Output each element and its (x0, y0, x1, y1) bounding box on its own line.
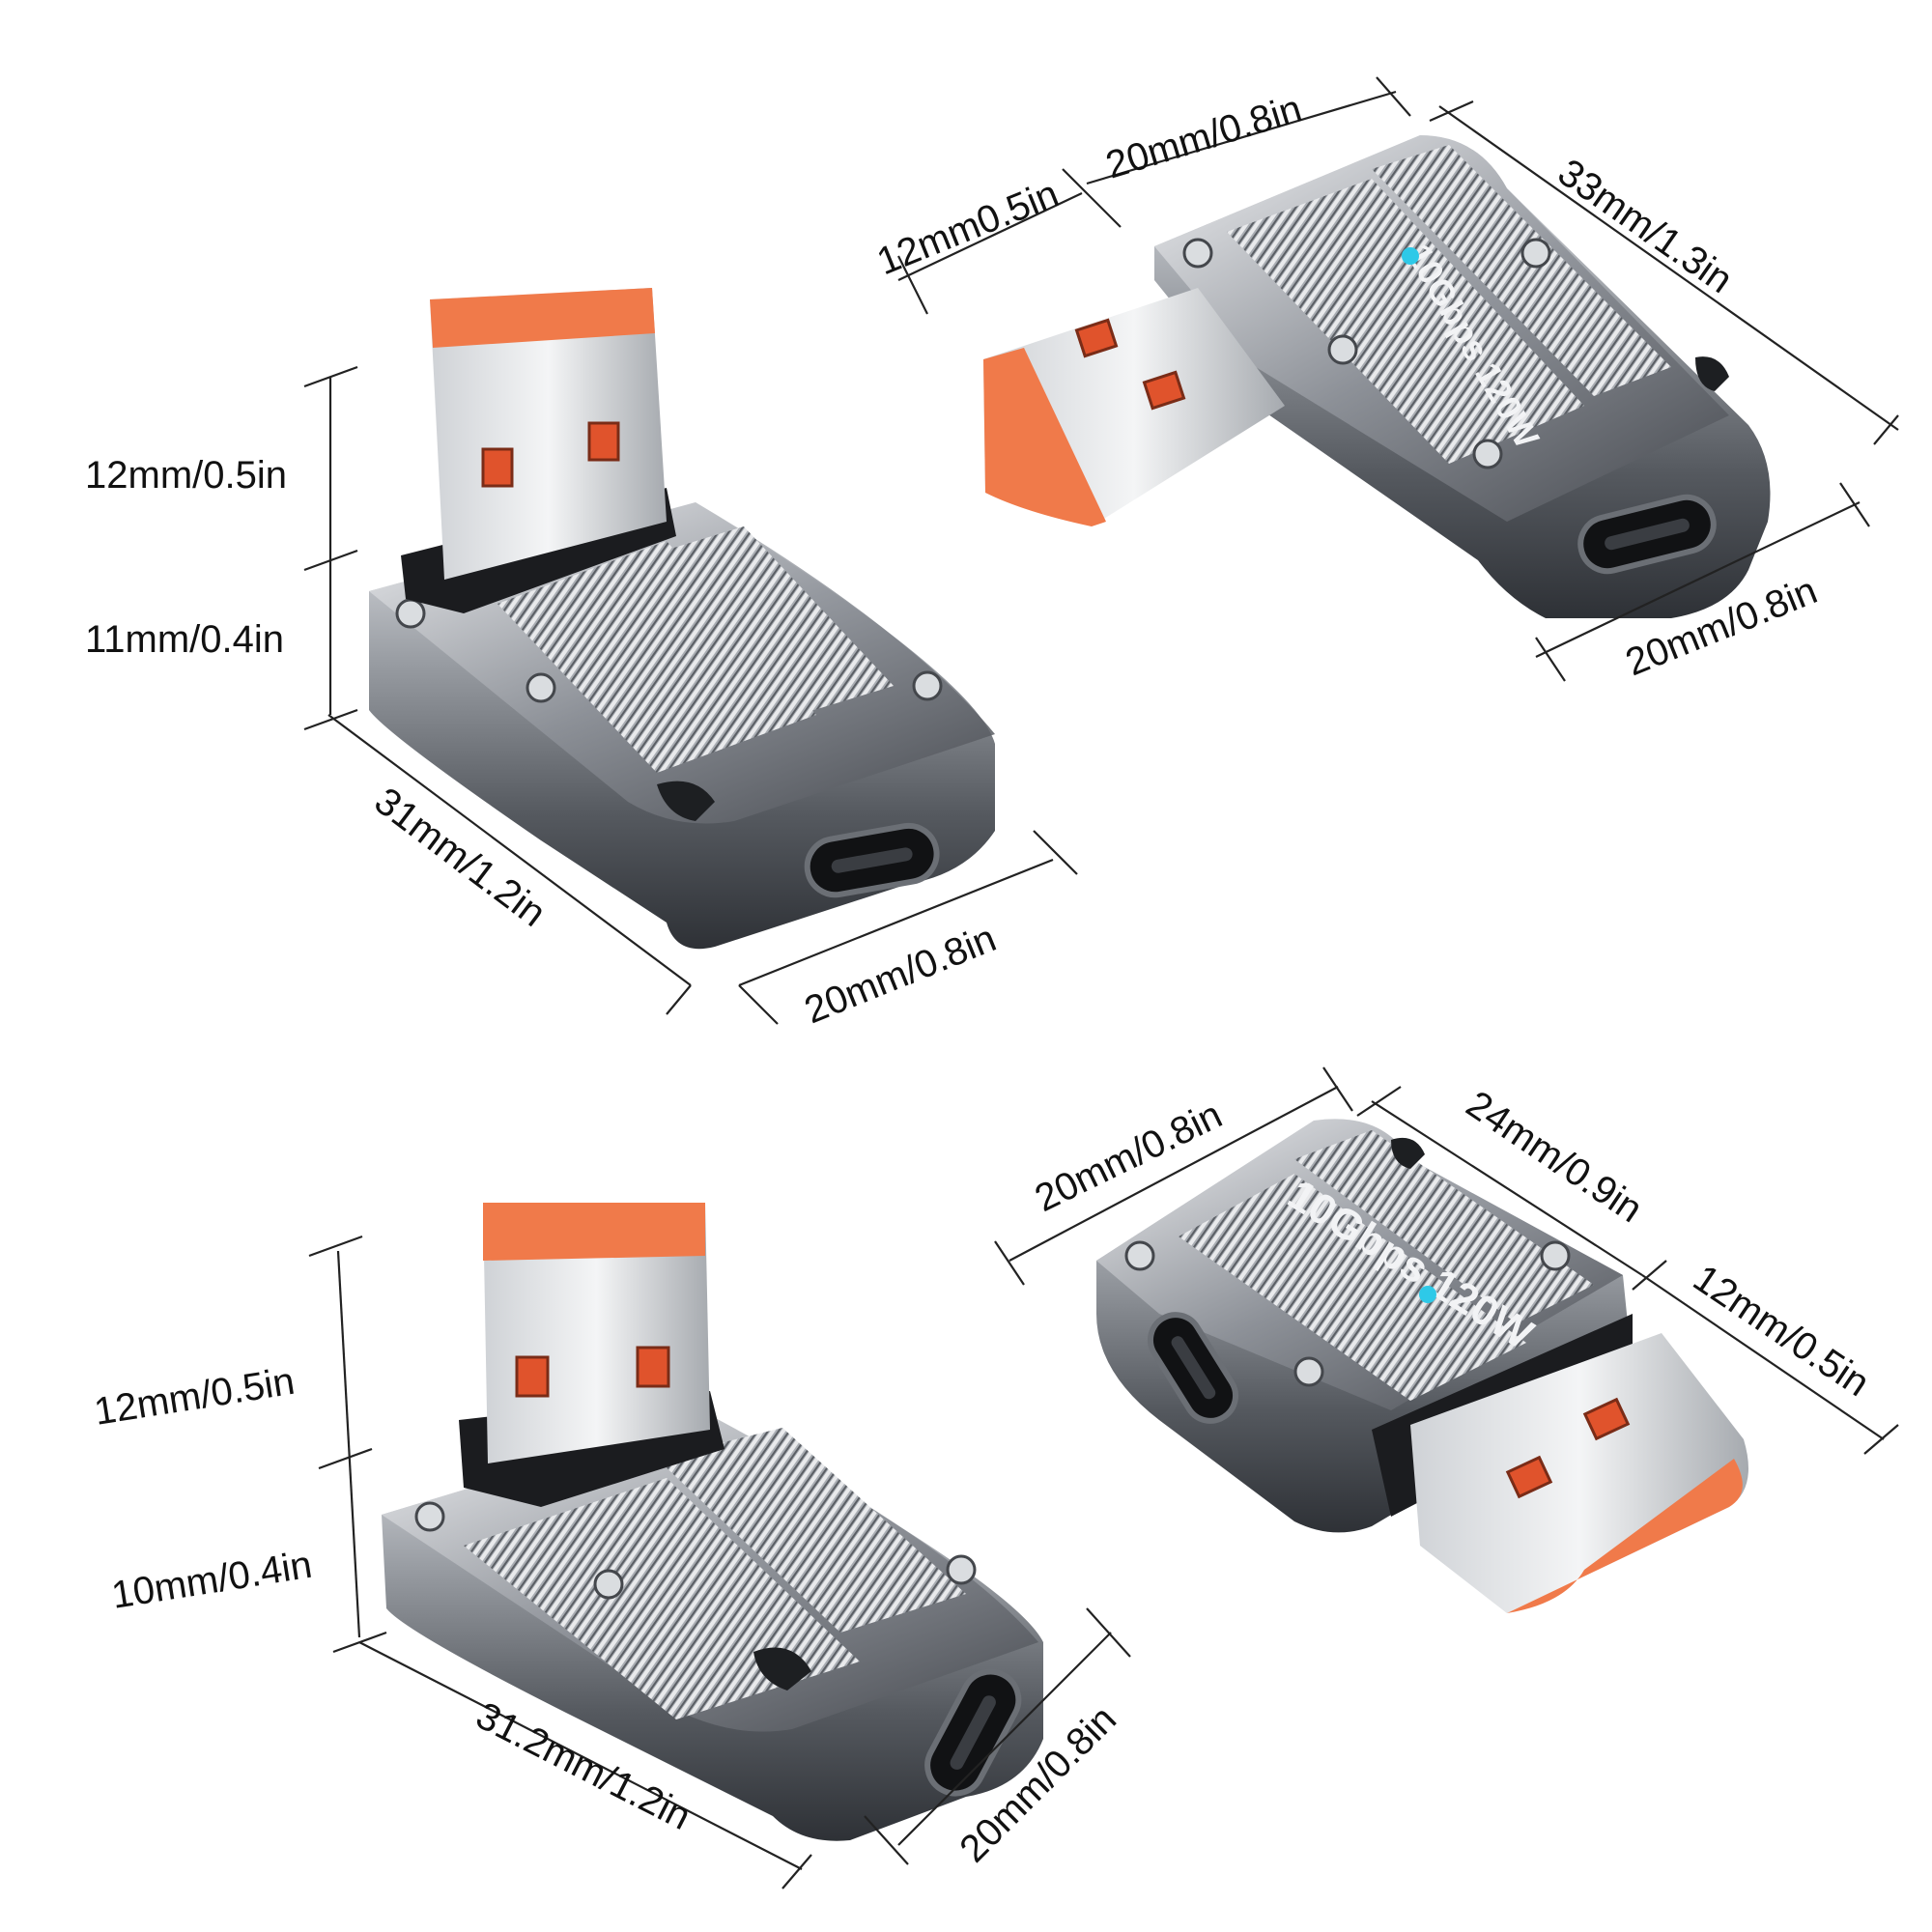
dimension-tick (1839, 482, 1870, 527)
dimension-label-plug-height: 12mm/0.5in (85, 454, 287, 497)
dimension-tick (303, 365, 358, 388)
dimension-line (1641, 1274, 1885, 1440)
ribbed-panel (1179, 1174, 1526, 1401)
dimension-label-plug-length: 12mm/0.5in (1686, 1257, 1877, 1405)
ribbed-panel (497, 541, 816, 773)
dimension-line (358, 1641, 803, 1870)
usb-c-port-tongue (831, 847, 913, 873)
dimension-tick (1086, 1607, 1131, 1658)
lanyard-hole (1695, 356, 1729, 391)
usb-a-contact-hole (1505, 1455, 1553, 1499)
dimension-tick (303, 708, 358, 731)
usb-c-port-tongue (1171, 1336, 1216, 1400)
dimension-tick (1863, 1424, 1899, 1455)
dimension-label-plug-offset: 12mm0.5in (871, 172, 1065, 283)
dimension-tick (1062, 168, 1122, 228)
ribbed-panel (1294, 1130, 1594, 1323)
dimension-tick (1356, 1086, 1402, 1117)
dimension-tick (666, 984, 692, 1015)
dimension-lines (303, 76, 1899, 1889)
usb-a-contact-hole (587, 421, 620, 462)
dimension-tick (864, 1815, 909, 1865)
lanyard-hole (657, 781, 715, 821)
dimension-tick (1322, 1066, 1353, 1112)
dimension-line (738, 858, 1054, 987)
usb-a-contact-hole (1074, 318, 1119, 358)
dimension-line (1438, 105, 1899, 431)
usb-a-contact-hole (1142, 370, 1186, 411)
screw-icon (1472, 439, 1503, 469)
dimension-tick (1632, 1260, 1667, 1291)
dimension-tick (897, 255, 928, 315)
usb-a-contact-hole (481, 447, 514, 488)
screw-icon (1327, 334, 1358, 365)
usb-a-plug-opening (983, 348, 1106, 526)
adapter-top-right: 10Gbps 120W (983, 135, 1771, 618)
screw-icon (1540, 1240, 1571, 1271)
screw-icon (414, 1501, 445, 1532)
usb-a-contact-hole (515, 1355, 550, 1398)
usb-a-plug (430, 288, 667, 580)
dimension-line (336, 1250, 361, 1638)
screw-icon (946, 1554, 977, 1585)
dimension-tick (303, 549, 358, 572)
usb-a-plug (1410, 1333, 1748, 1613)
screw-icon (526, 672, 556, 703)
ribbed-panel (1372, 145, 1671, 396)
dimension-line (327, 714, 692, 986)
ribbed-panel (657, 1428, 966, 1633)
dimension-line (1009, 1086, 1339, 1262)
usb-a-plug-opening (430, 288, 655, 348)
dimension-tick (781, 1854, 812, 1889)
dimension-line (1535, 501, 1861, 658)
adapter-bottom-right: 10Gbps 120W (1096, 1119, 1748, 1613)
ribbed-panel (1227, 179, 1584, 464)
screw-icon (395, 598, 426, 629)
usb-a-plug (483, 1203, 710, 1463)
dimension-tick (994, 1240, 1025, 1286)
dimension-tick (1873, 414, 1899, 445)
screw-icon (912, 670, 943, 701)
status-led-icon (1419, 1286, 1436, 1303)
dimension-label-body-height: 10mm/0.4in (109, 1544, 315, 1617)
dimension-tick (308, 1235, 363, 1258)
dimension-line (897, 1632, 1112, 1846)
screw-icon (1520, 238, 1551, 269)
dimension-tick (738, 984, 779, 1025)
usb-a-plug-opening (1507, 1459, 1743, 1613)
usb-c-port-tongue (950, 1695, 996, 1770)
dimension-tick (1535, 637, 1566, 682)
lanyard-hole (753, 1647, 811, 1690)
usb-a-contact-hole (636, 1346, 670, 1388)
screw-icon (1182, 238, 1213, 269)
usb-a-plug-opening (483, 1203, 705, 1261)
status-led-icon (1402, 247, 1419, 265)
usb-c-port-tongue (1605, 518, 1690, 551)
dimension-tick (1429, 99, 1474, 123)
lanyard-hole (1391, 1137, 1425, 1169)
dimension-label-plug-height: 12mm/0.5in (92, 1360, 298, 1434)
screw-icon (593, 1569, 624, 1600)
screw-icon (1293, 1356, 1324, 1387)
usb-a-contact-hole (1582, 1397, 1631, 1441)
dimension-line (1371, 1100, 1643, 1276)
dimension-tick (1033, 830, 1078, 875)
screw-icon (1124, 1240, 1155, 1271)
dimension-tick (1376, 76, 1411, 117)
adapter-bottom-left (382, 1203, 1043, 1841)
dimension-label-width: 20mm/0.8in (799, 917, 1002, 1032)
dimension-tick (318, 1447, 373, 1470)
dimension-line (897, 192, 1083, 281)
dimension-line (1086, 90, 1397, 185)
adapter-top-left (369, 288, 995, 950)
ribbed-panel (633, 526, 894, 720)
dimension-label-top-width: 20mm/0.8in (1101, 87, 1307, 186)
dimension-label-body-height: 11mm/0.4in (85, 618, 284, 661)
